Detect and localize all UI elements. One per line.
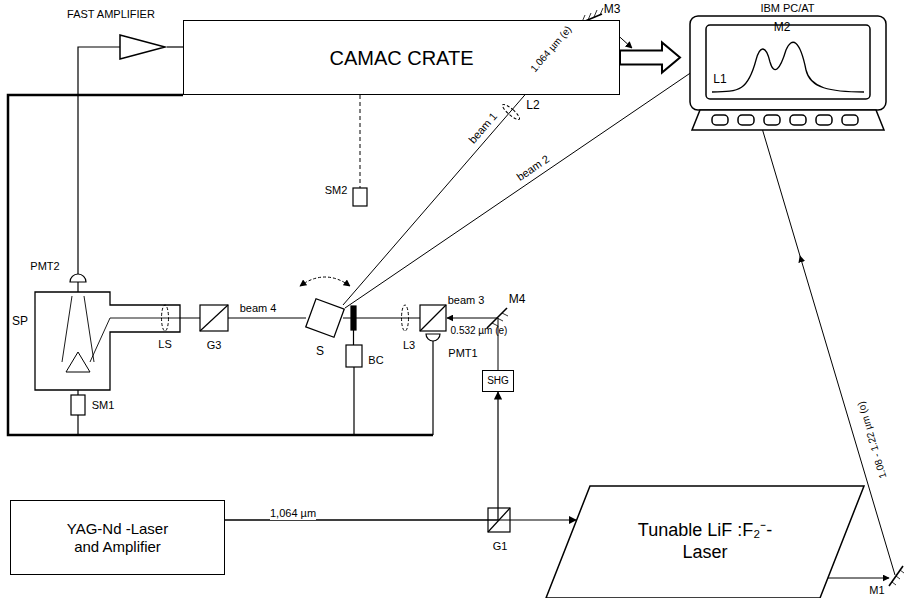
sample-crystal — [300, 277, 350, 337]
lens-label: L1 — [713, 73, 726, 87]
signal-wire — [360, 95, 361, 188]
tunable-laser: Tunable LiF :F₂⁻- Laser — [545, 485, 865, 598]
photomultiplier-symbol — [70, 274, 440, 435]
mirror-symbol — [889, 566, 903, 586]
photomultiplier-symbol — [426, 334, 440, 341]
stepper-motor-box — [71, 188, 367, 435]
mirror-symbol — [892, 570, 904, 585]
polarizer-prism — [420, 305, 446, 331]
computer-icon — [690, 16, 886, 130]
node-label: YAG-Nd -Laser and Amplifier — [59, 520, 177, 556]
beam-catcher — [351, 306, 356, 330]
polarizer-prism — [200, 305, 228, 331]
connector — [620, 43, 680, 73]
spectrometer-symbol — [90, 318, 180, 362]
computer-icon — [712, 115, 728, 125]
node-label: CAMAC CRATE — [329, 46, 473, 70]
computer-icon — [816, 115, 832, 125]
prism-label: G3 — [207, 339, 222, 352]
stepper-motor-box — [71, 395, 85, 415]
lens-symbol — [501, 103, 522, 122]
polarizer-prism — [420, 305, 446, 331]
beam-label: beam 1 — [466, 110, 500, 146]
computer-icon — [764, 115, 780, 125]
polarizer-prism — [200, 305, 510, 532]
computer-icon — [712, 42, 864, 92]
computer-icon — [738, 115, 754, 125]
mirror-symbol — [492, 313, 508, 326]
lens-symbol — [162, 305, 169, 331]
beam-line — [180, 318, 306, 319]
node-label: Tunable LiF :F₂⁻- Laser — [638, 520, 773, 563]
computer-icon — [790, 115, 806, 125]
prism-label: G1 — [493, 540, 508, 553]
mirror-label: M1 — [869, 584, 884, 597]
mirror-label: M3 — [604, 3, 621, 17]
sample-crystal — [306, 299, 344, 337]
wavelength-label: 1,064 µm — [270, 507, 316, 520]
spectrometer-symbol — [35, 292, 180, 390]
spectrometer-symbol — [66, 352, 90, 372]
spectrometer-label: SP — [12, 315, 28, 329]
sample-label: S — [316, 345, 324, 359]
shg-box: SHG — [482, 370, 514, 392]
photomultiplier-symbol — [432, 341, 433, 435]
tunable-laser-outline — [546, 486, 864, 598]
signal-wire — [8, 95, 433, 435]
beam-label: beam 2 — [514, 152, 551, 183]
computer-icon — [842, 115, 858, 125]
connector — [225, 392, 498, 520]
stepper-motor-box — [353, 188, 367, 206]
beam-label: beam 3 — [448, 294, 485, 307]
wavelength-label: 1.08 - 1.22 µm (o) — [855, 400, 889, 480]
sample-crystal — [300, 277, 350, 286]
photomultiplier-symbol — [77, 282, 78, 292]
node-label: IBM PC/AT — [760, 2, 814, 15]
connector — [167, 46, 183, 47]
mirror-symbol — [487, 308, 507, 328]
amplifier-symbol: FAST AMPLIFIER — [55, 8, 167, 60]
node-label: FAST AMPLIFIER — [67, 8, 155, 21]
detector-label: PMT1 — [448, 347, 477, 360]
lens-label: L2 — [526, 99, 539, 113]
crate-box: CAMAC CRATE — [183, 20, 620, 95]
spectrometer-symbol — [35, 292, 180, 390]
catcher-label: BC — [368, 354, 383, 367]
node-label: SHG — [487, 375, 509, 387]
computer-icon — [706, 25, 870, 99]
lens-label: LS — [158, 338, 171, 351]
mirror-label: M4 — [509, 293, 526, 307]
amplifier-symbol-outline — [120, 35, 165, 59]
polarizer-prism — [200, 305, 228, 331]
motor-label: SM1 — [92, 399, 115, 412]
beam-label: beam 4 — [240, 302, 277, 315]
lens-label: L3 — [403, 339, 415, 352]
signal-wire — [78, 47, 120, 274]
beam-line — [447, 318, 497, 319]
beam-catcher — [346, 345, 362, 367]
photomultiplier-symbol — [70, 274, 86, 282]
computer-icon — [692, 110, 884, 130]
signal-wire — [8, 47, 433, 435]
motor-label: SM2 — [325, 184, 348, 197]
computer-icon — [690, 16, 886, 110]
detector-label: PMT2 — [30, 260, 59, 273]
laser-box: YAG-Nd -Laser and Amplifier — [10, 500, 225, 575]
beam-catcher — [346, 306, 362, 435]
lens-symbol — [402, 305, 409, 331]
mirror-label: M2 — [774, 21, 791, 35]
beam-line — [828, 578, 889, 579]
wavelength-label: 0.532 µm (e) — [451, 325, 508, 337]
